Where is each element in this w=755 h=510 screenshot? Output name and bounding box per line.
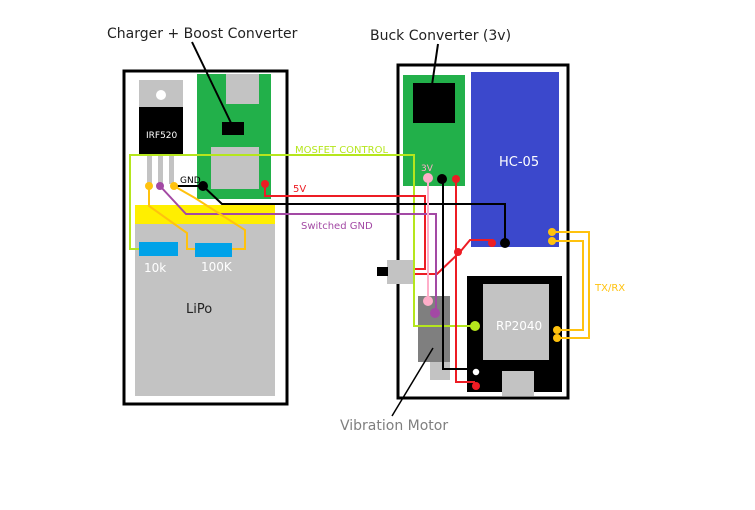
label-mosfet-control: MOSFET CONTROL xyxy=(295,145,388,156)
vibration-motor xyxy=(418,296,450,362)
charger-usb-port xyxy=(226,74,259,104)
wire-switched-gnd xyxy=(159,185,437,313)
label-10k: 10k xyxy=(144,261,166,275)
label-rp2040: RP2040 xyxy=(496,319,542,333)
power-switch-knob xyxy=(377,267,388,276)
title-buck: Buck Converter (3v) xyxy=(370,28,511,44)
pin-rp2040-vin xyxy=(472,382,480,390)
wire-divider-1 xyxy=(148,186,195,250)
pin-mosfet-source xyxy=(170,182,178,190)
wire-5v-buck xyxy=(455,180,475,383)
resistor-10k xyxy=(139,242,178,256)
power-switch xyxy=(387,260,415,284)
wire-gnd-buck xyxy=(442,180,475,370)
label-gnd: GND xyxy=(180,176,201,186)
pin-charger-5v xyxy=(261,180,269,188)
mosfet-leg-2 xyxy=(158,156,163,184)
label-3v: 3V xyxy=(421,164,434,174)
wire-mosfet-control xyxy=(129,154,474,327)
mosfet-leg-3 xyxy=(169,156,174,184)
wire-rx xyxy=(553,240,584,331)
resistor-100k xyxy=(195,243,232,257)
wire-tx xyxy=(553,231,590,339)
pin-motor-plus xyxy=(423,296,433,306)
pin-mosfet-drain xyxy=(156,182,164,190)
charger-inductor xyxy=(211,147,259,189)
pin-buck-gnd xyxy=(437,174,447,184)
wire-5v xyxy=(264,184,426,270)
pointer-charger xyxy=(191,41,233,126)
label-switched-gnd: Switched GND xyxy=(301,221,373,232)
pin-rp2040-gpio xyxy=(470,321,480,331)
pin-charger-gnd xyxy=(198,181,208,191)
pin-rp2040-gnd xyxy=(471,367,481,377)
mosfet-body xyxy=(139,107,183,156)
label-5v: 5V xyxy=(293,184,306,195)
pointer-vibration xyxy=(391,347,434,417)
buck-chip xyxy=(413,83,455,123)
rp2040-chip xyxy=(483,284,549,360)
wire-gnd xyxy=(202,185,506,243)
charger-chip xyxy=(222,122,244,135)
pin-rp2040-rx xyxy=(553,326,561,334)
label-lipo: LiPo xyxy=(186,302,212,317)
mosfet-hole xyxy=(156,90,166,100)
pin-mosfet-gate xyxy=(145,182,153,190)
label-100k: 100K xyxy=(201,260,233,274)
junction-5v xyxy=(454,248,462,256)
pin-buck-3v xyxy=(423,173,433,183)
pin-hc05-rx xyxy=(548,237,556,245)
title-charger: Charger + Boost Converter xyxy=(107,26,298,42)
wire-divider-2 xyxy=(173,185,246,250)
pin-rp2040-tx xyxy=(553,334,561,342)
mosfet-leg-1 xyxy=(147,156,152,184)
pin-motor-minus xyxy=(430,308,440,318)
label-mosfet: IRF520 xyxy=(146,131,178,141)
pin-hc05-tx xyxy=(548,228,556,236)
pointer-buck xyxy=(431,43,439,86)
pin-hc05-gnd xyxy=(500,238,510,248)
rp2040-usb xyxy=(502,371,534,396)
hc05-board xyxy=(471,72,559,247)
pin-buck-vin xyxy=(452,175,460,183)
pin-hc05-vcc xyxy=(488,239,496,247)
label-txrx: TX/RX xyxy=(594,283,625,294)
vibration-motor-base xyxy=(430,362,450,380)
label-hc05: HC-05 xyxy=(499,155,539,170)
title-vibration: Vibration Motor xyxy=(340,418,448,434)
